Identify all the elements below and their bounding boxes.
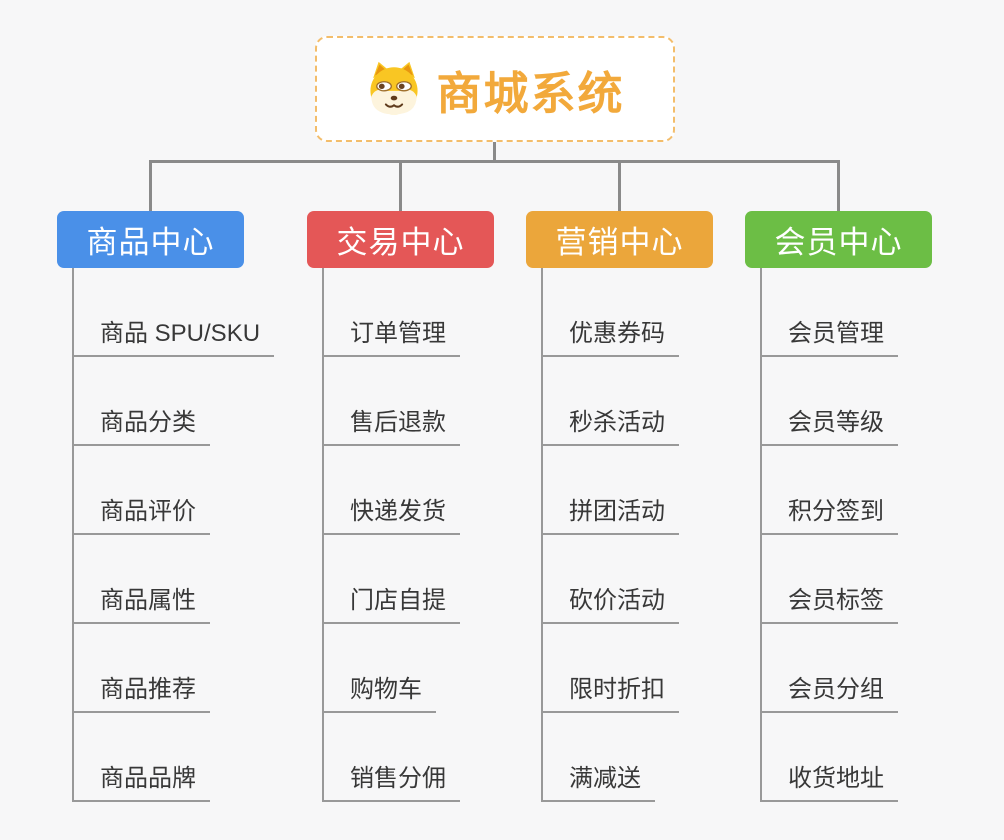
- branch-children: 优惠券码 秒杀活动 拼团活动 砍价活动 限时折扣 满减送: [541, 268, 771, 802]
- connector-root-stub: [493, 141, 496, 163]
- branch-children: 订单管理 售后退款 快递发货 门店自提 购物车 销售分佣: [322, 268, 552, 802]
- branch-node-marketing-center[interactable]: 营销中心: [526, 211, 713, 268]
- branch-member-center: 会员中心 会员管理 会员等级 积分签到 会员标签 会员分组 收货地址: [745, 211, 932, 802]
- child-topic-points-checkin[interactable]: 积分签到: [760, 446, 990, 535]
- child-topic-product-spu-sku[interactable]: 商品 SPU/SKU: [72, 268, 302, 357]
- child-topic-member-level[interactable]: 会员等级: [760, 357, 990, 446]
- child-topic-flash-sale[interactable]: 秒杀活动: [541, 357, 771, 446]
- dog-face-icon: [370, 61, 419, 115]
- root-title: 商城系统: [436, 67, 625, 119]
- connector-drop-member: [837, 160, 840, 213]
- connector-trunk: [541, 268, 543, 802]
- connector-drop-product: [149, 160, 152, 213]
- branch-label: 交易中心: [336, 225, 465, 260]
- branch-label: 商品中心: [86, 225, 215, 260]
- branch-marketing-center: 营销中心 优惠券码 秒杀活动 拼团活动 砍价活动 限时折扣 满减送: [526, 211, 713, 802]
- child-topic-member-groups[interactable]: 会员分组: [760, 624, 990, 713]
- branch-children: 商品 SPU/SKU 商品分类 商品评价 商品属性 商品推荐 商品品牌: [72, 268, 302, 802]
- child-topic-product-category[interactable]: 商品分类: [72, 357, 302, 446]
- child-topic-express-delivery[interactable]: 快递发货: [322, 446, 552, 535]
- branch-node-member-center[interactable]: 会员中心: [745, 211, 932, 268]
- connector-trunk: [72, 268, 74, 802]
- branch-trade-center: 交易中心 订单管理 售后退款 快递发货 门店自提 购物车 销售分佣: [307, 211, 494, 802]
- child-topic-member-tags[interactable]: 会员标签: [760, 535, 990, 624]
- child-topic-aftersale-refund[interactable]: 售后退款: [322, 357, 552, 446]
- root-node-mall-system[interactable]: 商城系统: [315, 36, 675, 142]
- child-topic-order-management[interactable]: 订单管理: [322, 268, 552, 357]
- child-topic-coupon-code[interactable]: 优惠券码: [541, 268, 771, 357]
- child-topic-bargain-activity[interactable]: 砍价活动: [541, 535, 771, 624]
- child-topic-member-management[interactable]: 会员管理: [760, 268, 990, 357]
- child-topic-product-recommend[interactable]: 商品推荐: [72, 624, 302, 713]
- branch-label: 会员中心: [774, 225, 903, 260]
- child-topic-shipping-address[interactable]: 收货地址: [760, 713, 990, 802]
- branch-node-product-center[interactable]: 商品中心: [57, 211, 244, 268]
- child-topic-group-buy[interactable]: 拼团活动: [541, 446, 771, 535]
- branch-product-center: 商品中心 商品 SPU/SKU 商品分类 商品评价 商品属性 商品推荐 商品品牌: [57, 211, 275, 802]
- child-topic-product-brand[interactable]: 商品品牌: [72, 713, 302, 802]
- connector-trunk: [322, 268, 324, 802]
- connector-drop-marketing: [618, 160, 621, 213]
- child-topic-limited-time-discount[interactable]: 限时折扣: [541, 624, 771, 713]
- branch-node-trade-center[interactable]: 交易中心: [307, 211, 494, 268]
- child-topic-product-review[interactable]: 商品评价: [72, 446, 302, 535]
- connector-trunk: [760, 268, 762, 802]
- branch-children: 会员管理 会员等级 积分签到 会员标签 会员分组 收货地址: [760, 268, 990, 802]
- connector-crossbar: [149, 160, 840, 163]
- child-topic-product-attribute[interactable]: 商品属性: [72, 535, 302, 624]
- child-topic-shopping-cart[interactable]: 购物车: [322, 624, 552, 713]
- child-topic-spend-and-save[interactable]: 满减送: [541, 713, 771, 802]
- child-topic-store-pickup[interactable]: 门店自提: [322, 535, 552, 624]
- branch-label: 营销中心: [555, 225, 684, 260]
- connector-drop-trade: [399, 160, 402, 213]
- child-topic-sales-commission[interactable]: 销售分佣: [322, 713, 552, 802]
